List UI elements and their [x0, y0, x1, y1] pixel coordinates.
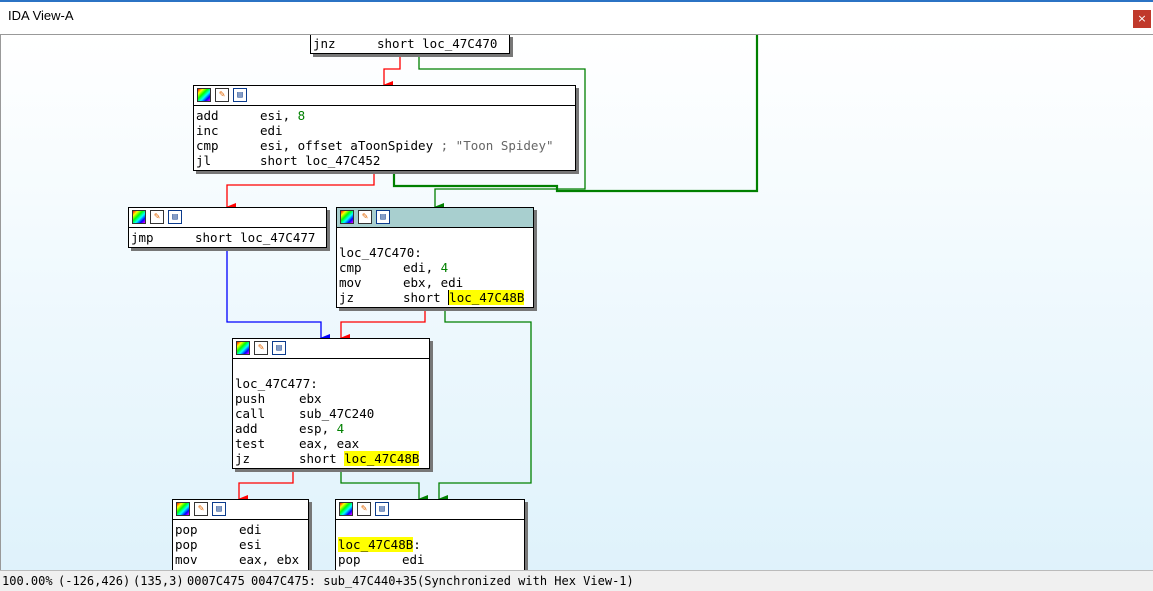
highlighted-operand[interactable]: oc_47C48B	[456, 290, 525, 305]
operand: ebx	[299, 391, 322, 406]
node-jmp[interactable]: ✎ ▤ jmp short loc_47C477	[128, 207, 327, 248]
edge-jmp	[226, 247, 330, 342]
group-node-icon[interactable]: ▤	[212, 502, 226, 516]
node-loc-47c477[interactable]: ✎ ▤ loc_47C477: push ebx call sub_47C240 a…	[232, 338, 430, 469]
mnemonic: call	[235, 406, 266, 421]
edit-node-icon[interactable]: ✎	[215, 88, 229, 102]
mnemonic: mov	[175, 552, 198, 567]
edge-jnz-false	[383, 53, 401, 89]
operand: edi	[402, 552, 425, 567]
zoom-level: 100.00%	[2, 574, 53, 588]
mnemonic: add	[235, 421, 258, 436]
group-node-icon[interactable]: ▤	[168, 210, 182, 224]
highlighted-operand[interactable]: loc_47C48B	[344, 451, 420, 466]
window-title-bar: IDA View-A ×	[0, 0, 1153, 30]
node-loc-47c48b[interactable]: ✎ ▤ loc_47C48B: pop edi	[335, 499, 525, 570]
current-address: 0047C475: sub_47C440+35	[251, 574, 418, 588]
node-cmp-toon-spidey[interactable]: ✎ ▤ add esi, 8 inc edi cmp esi, offset aToo…	[193, 85, 576, 171]
mnemonic: pop	[175, 537, 198, 552]
mnemonic: pop	[338, 552, 361, 567]
file-offset: 0007C475	[187, 574, 245, 588]
edit-node-icon[interactable]: ✎	[357, 502, 371, 516]
operand: short loc_47C452	[260, 153, 381, 168]
mnemonic: test	[235, 436, 266, 451]
edge-jz477-true	[340, 468, 428, 503]
mnemonic: jmp	[131, 230, 154, 245]
mnemonic: mov	[339, 275, 362, 290]
edge-jz477-false	[238, 468, 294, 503]
node-pop-edi[interactable]: ✎ ▤ pop edi pop esi mov eax, ebx	[172, 499, 309, 570]
group-node-icon[interactable]: ▤	[233, 88, 247, 102]
graph-color-icon[interactable]	[236, 341, 250, 355]
operand: esp,	[299, 421, 337, 436]
operand: edi,	[403, 260, 441, 275]
edge-jl-false	[226, 171, 375, 211]
edge-jz470-false	[340, 308, 426, 342]
mnemonic: jz	[339, 290, 355, 305]
mnemonic: cmp	[196, 138, 219, 153]
node-header: ✎ ▤	[129, 208, 326, 228]
node-header: ✎ ▤	[194, 86, 575, 106]
graph-canvas[interactable]: jnz short loc_47C470 ✎ ▤ add esi, 8 inc edi…	[0, 34, 1153, 570]
mnemonic: add	[196, 108, 219, 123]
comment: ; "Toon Spidey"	[433, 138, 554, 153]
window-title: IDA View-A	[8, 8, 74, 23]
operand: short	[299, 451, 345, 466]
edit-node-icon[interactable]: ✎	[150, 210, 164, 224]
operand: edi	[239, 522, 262, 537]
graph-color-icon[interactable]	[132, 210, 146, 224]
mnemonic: inc	[196, 123, 219, 138]
node-header: ✎ ▤	[336, 500, 524, 520]
operand: eax, eax	[299, 436, 360, 451]
code-label: loc_47C470:	[339, 245, 422, 260]
mnemonic: jl	[196, 153, 212, 168]
immediate: 4	[336, 421, 345, 436]
status-bar: 100.00% (-126,426) (135,3) 0007C475 0047…	[0, 570, 1153, 591]
group-node-icon[interactable]: ▤	[376, 210, 390, 224]
operand: esi, offset aToonSpidey	[260, 138, 434, 153]
mnemonic: pop	[175, 522, 198, 537]
graph-color-icon[interactable]	[339, 502, 353, 516]
operand: short loc_47C477	[195, 230, 316, 245]
close-button[interactable]: ×	[1133, 10, 1151, 28]
graph-edges	[226, 35, 759, 503]
code-label: loc_47C477:	[235, 376, 318, 391]
cursor-position: (135,3)	[133, 574, 184, 588]
node-header: ✎ ▤	[173, 500, 308, 520]
mnemonic: jnz	[313, 36, 336, 51]
node-jnz[interactable]: jnz short loc_47C470	[310, 35, 510, 54]
edit-node-icon[interactable]: ✎	[358, 210, 372, 224]
graph-color-icon[interactable]	[340, 210, 354, 224]
operand: esi,	[260, 108, 298, 123]
operand: esi	[239, 537, 262, 552]
mnemonic: push	[235, 391, 266, 406]
graph-color-icon[interactable]	[197, 88, 211, 102]
operand: eax, ebx	[239, 552, 300, 567]
operand: edi	[260, 123, 283, 138]
immediate: 4	[440, 260, 449, 275]
operand: sub_47C240	[299, 406, 375, 421]
edge-jz470-true	[438, 308, 532, 503]
code-label-colon: :	[413, 537, 421, 552]
graph-coords: (-126,426)	[58, 574, 131, 588]
mnemonic: cmp	[339, 260, 362, 275]
edge-jnz-true	[418, 53, 586, 211]
node-header: ✎ ▤	[233, 339, 429, 359]
immediate: 8	[297, 108, 306, 123]
edge-outer-true	[392, 35, 759, 193]
operand: short	[403, 290, 449, 305]
mnemonic: jz	[235, 451, 251, 466]
edit-node-icon[interactable]: ✎	[254, 341, 268, 355]
sync-status: (Synchronized with Hex View-1)	[417, 574, 634, 588]
operand: short loc_47C470	[377, 36, 498, 51]
edit-node-icon[interactable]: ✎	[194, 502, 208, 516]
group-node-icon[interactable]: ▤	[375, 502, 389, 516]
node-header-selected: ✎ ▤	[337, 208, 533, 228]
operand: ebx, edi	[403, 275, 464, 290]
text-cursor: l	[448, 290, 457, 305]
code-label-highlighted[interactable]: loc_47C48B	[338, 537, 414, 552]
group-node-icon[interactable]: ▤	[272, 341, 286, 355]
node-loc-47c470[interactable]: ✎ ▤ loc_47C470: cmp edi, 4 mov ebx, edi jz…	[336, 207, 534, 308]
graph-color-icon[interactable]	[176, 502, 190, 516]
